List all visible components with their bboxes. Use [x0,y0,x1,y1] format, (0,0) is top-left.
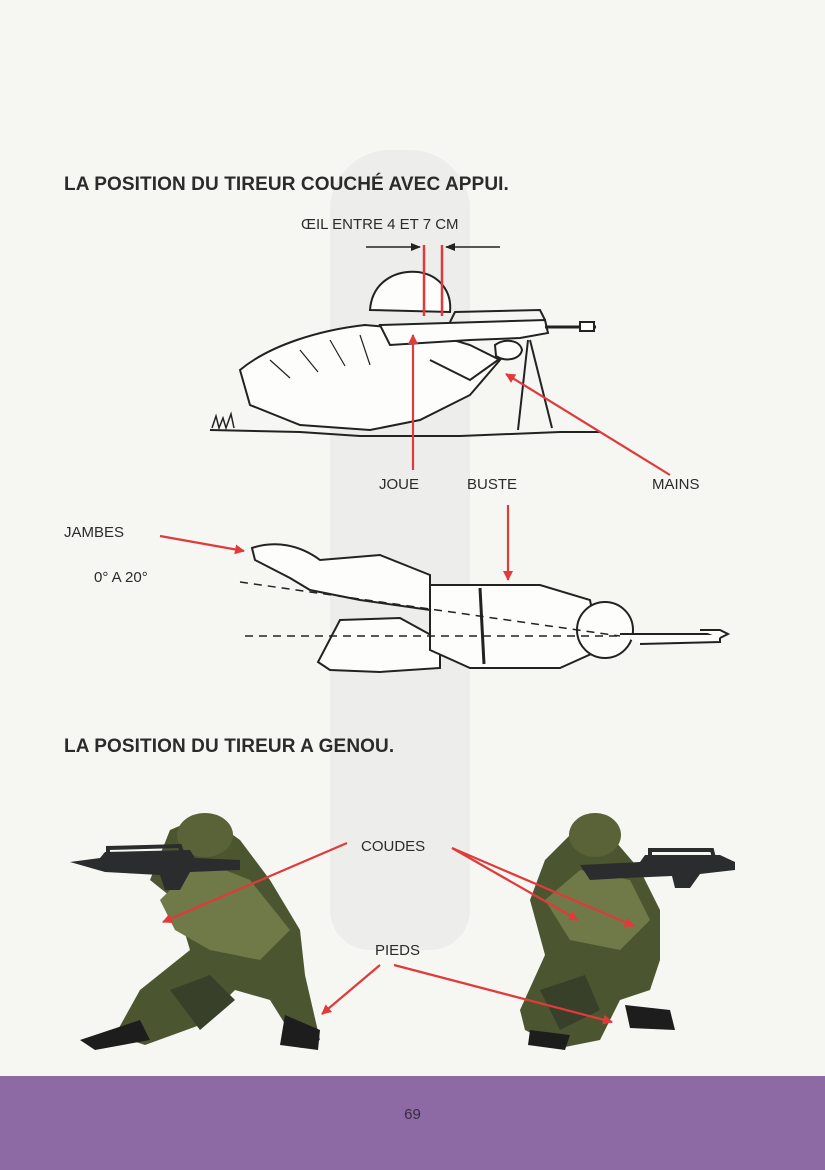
coudes-label: COUDES [361,838,426,855]
prone-shooter-side-illustration [209,270,600,437]
pieds-arrow-left [321,964,381,1015]
jambes-arrow [159,534,245,555]
jambes-label: JAMBES [64,524,125,541]
prone-shooter-top-illustration [250,543,731,674]
kneeling-shooter-right-photo [520,813,735,1050]
pieds-arrow-right [393,963,613,1025]
joue-label: JOUE [379,476,420,493]
page-footer-band: 69 [0,1076,825,1170]
pieds-label: PIEDS [375,942,421,959]
mains-label: MAINS [652,476,700,493]
kneeling-shooter-left-photo [70,813,320,1050]
coudes-arrow-right-1 [451,847,579,921]
coudes-arrow-left [162,841,348,924]
angle-label: 0° A 20° [94,569,148,586]
angle-dashed-line-upper [239,581,621,637]
page-number: 69 [404,1106,421,1123]
mains-arrow [505,373,671,476]
buste-label: BUSTE [467,476,518,493]
prone-position-heading: LA POSITION DU TIREUR COUCHÉ AVEC APPUI. [64,174,509,195]
coudes-arrow-right-2 [451,846,635,928]
kneeling-position-heading: LA POSITION DU TIREUR A GENOU. [64,736,395,757]
eye-distance-label: ŒIL ENTRE 4 ET 7 CM [301,216,459,233]
